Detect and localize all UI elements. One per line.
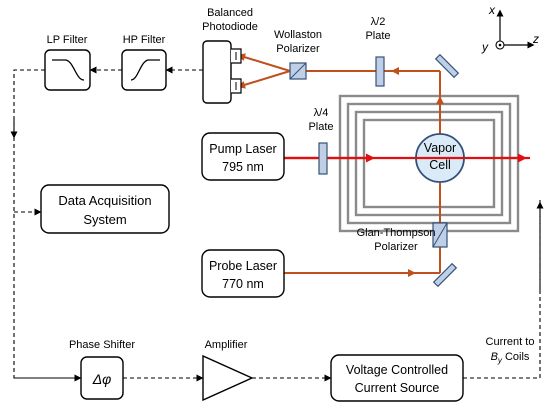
- signal-connections: [10, 66, 544, 382]
- phase-shifter-label: Phase Shifter: [69, 339, 135, 351]
- vapor-cell-label-1: Vapor: [424, 141, 456, 155]
- vccs-label-2: Current Source: [355, 381, 440, 395]
- photodiode-label-2: Photodiode: [202, 21, 258, 33]
- magnetic-shield-coils: [338, 94, 520, 233]
- vapor-cell-label-2: Cell: [429, 158, 451, 172]
- pump-laser: Pump Laser 795 nm: [201, 132, 285, 181]
- wollaston-label-1: Wollaston: [274, 29, 322, 41]
- lp-filter-label: LP Filter: [47, 34, 88, 46]
- lp-filter: [44, 49, 91, 91]
- photodiode-label-1: Balanced: [207, 7, 253, 19]
- lower-mirror: [432, 262, 458, 288]
- current-label-1: Current to: [486, 336, 535, 348]
- amplifier-label: Amplifier: [205, 339, 248, 351]
- axis-z-label: z: [532, 32, 539, 46]
- coordinate-axes: x y z: [481, 3, 539, 54]
- current-label-sub: y: [497, 356, 503, 365]
- upper-mirror: [434, 53, 460, 79]
- current-label-b: B: [491, 351, 498, 363]
- glan-thompson-polarizer: [432, 222, 448, 248]
- wollaston-label-2: Polarizer: [276, 43, 320, 55]
- wollaston-polarizer: [289, 62, 307, 80]
- voltage-controlled-current-source: Voltage Controlled Current Source: [330, 354, 464, 402]
- daq-label-1: Data Acquisition: [58, 193, 151, 208]
- probe-laser: Probe Laser 770 nm: [201, 249, 285, 298]
- pump-label-1: Pump Laser: [209, 142, 276, 156]
- data-acquisition-system: Data Acquisition System: [40, 184, 170, 234]
- half-wave-label-1: λ/2: [371, 16, 386, 28]
- quarter-wave-label-2: Plate: [308, 121, 333, 133]
- half-wave-label-2: Plate: [365, 30, 390, 42]
- glan-label-1: Glan-Thompson: [357, 227, 436, 239]
- quarter-wave-label-1: λ/4: [314, 107, 329, 119]
- vccs-label-1: Voltage Controlled: [346, 363, 448, 377]
- half-wave-plate: [375, 56, 385, 87]
- balanced-photodiode: [202, 40, 242, 104]
- quarter-wave-plate: [318, 142, 328, 175]
- current-label-coils: Coils: [502, 351, 530, 363]
- daq-label-2: System: [83, 212, 126, 227]
- vapor-cell: Vapor Cell: [415, 133, 465, 183]
- glan-label-2: Polarizer: [374, 241, 418, 253]
- probe-label-1: Probe Laser: [209, 259, 277, 273]
- hp-filter-label: HP Filter: [123, 34, 166, 46]
- current-label-2: By Coils: [491, 351, 530, 365]
- axis-x-label: x: [488, 3, 496, 17]
- phase-shifter: Δφ: [80, 356, 124, 400]
- axis-y-label: y: [481, 40, 489, 54]
- phase-symbol: Δφ: [92, 371, 112, 387]
- pump-label-2: 795 nm: [222, 160, 264, 174]
- probe-label-2: 770 nm: [222, 277, 264, 291]
- amplifier: [202, 354, 254, 402]
- hp-filter: [121, 49, 167, 91]
